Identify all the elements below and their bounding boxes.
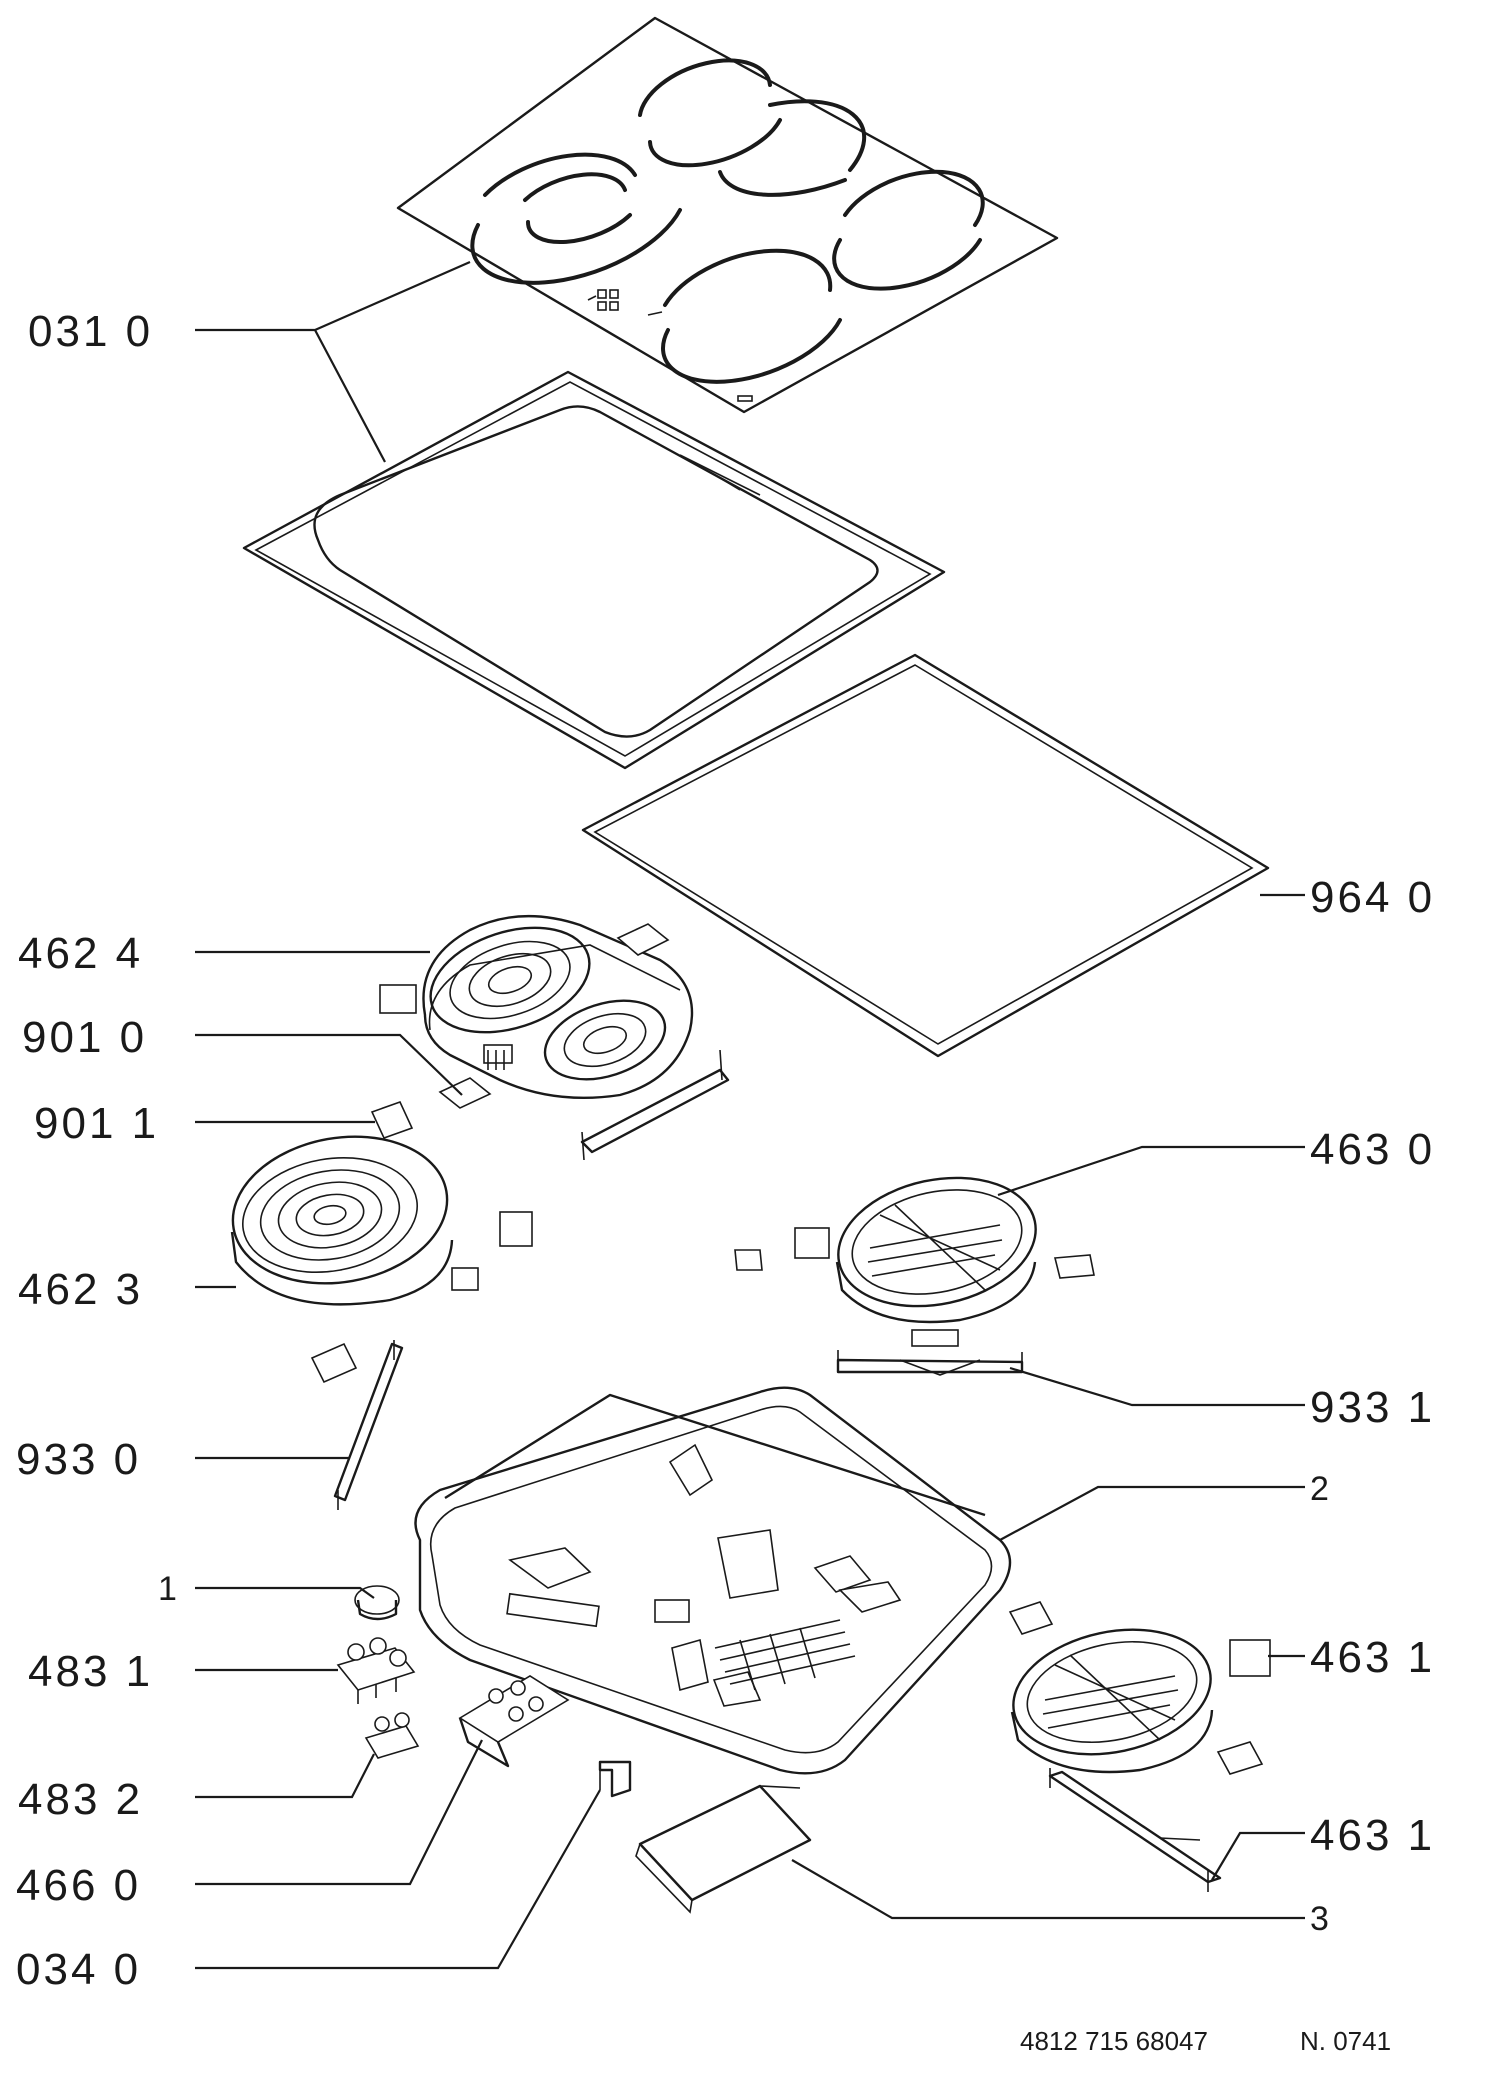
- callout-462-3: 462 3: [18, 1265, 143, 1314]
- callout-1: 1: [158, 1570, 177, 1608]
- dual-oval-heating-element: [379, 914, 694, 1100]
- callout-901-1: 901 1: [34, 1099, 159, 1148]
- seal-frame-964: [581, 653, 1270, 1058]
- clip-near-462-4: [616, 923, 670, 956]
- cap-part-1: [354, 1585, 400, 1621]
- callout-964-0: 964 0: [1310, 873, 1435, 922]
- bracket-933-1: [836, 1350, 1024, 1376]
- terminal-block-483-1: [336, 1637, 416, 1704]
- callout-933-1: 933 1: [1310, 1383, 1435, 1432]
- callout-901-0: 901 0: [22, 1013, 147, 1062]
- clip-under-462-3: [310, 1342, 358, 1384]
- callout-463-1-lower: 463 1: [1310, 1811, 1435, 1860]
- bracket-034-0: [598, 1760, 632, 1798]
- terminal-block-483-2: [364, 1712, 420, 1759]
- callout-483-1: 483 1: [28, 1647, 153, 1696]
- callout-483-2: 483 2: [18, 1775, 143, 1824]
- burner-mark-right: [832, 169, 985, 291]
- revision-number: N. 0741: [1300, 2026, 1391, 2056]
- round-heating-element: [230, 1135, 533, 1306]
- callout-466-0: 466 0: [16, 1861, 141, 1910]
- connector-bracket-466-0: [458, 1675, 570, 1768]
- burner-mark-front: [660, 248, 842, 384]
- burner-mark-rear: [638, 58, 867, 197]
- callout-463-0: 463 0: [1310, 1125, 1435, 1174]
- callout-463-1-upper: 463 1: [1310, 1633, 1435, 1682]
- callout-462-4: 462 4: [18, 929, 143, 978]
- callout-3: 3: [1310, 1900, 1329, 1938]
- callout-034-0: 034 0: [16, 1945, 141, 1994]
- clip-901-0: [438, 1077, 492, 1109]
- bracket-463-1-lower: [1048, 1768, 1222, 1892]
- callout-031-0: 031 0: [28, 307, 153, 356]
- leader-lines: [195, 260, 1305, 1970]
- clip-901-1: [370, 1101, 414, 1139]
- base-tray: [414, 1386, 1012, 1775]
- callout-933-0: 933 0: [16, 1435, 141, 1484]
- bracket-933-0: [333, 1340, 404, 1510]
- bracket-rear: [580, 1049, 730, 1161]
- radiant-element-463-0: [734, 1176, 1095, 1347]
- cover-plate: [635, 1784, 812, 1914]
- ceramic-glass-top-plate: [396, 16, 1059, 414]
- radiant-element-463-1: [1008, 1601, 1271, 1775]
- document-number: 4812 715 68047: [1020, 2026, 1208, 2056]
- frame-gasket: [242, 370, 946, 770]
- callout-2: 2: [1310, 1470, 1329, 1508]
- burner-mark-left: [470, 152, 682, 285]
- control-symbols: [587, 289, 753, 402]
